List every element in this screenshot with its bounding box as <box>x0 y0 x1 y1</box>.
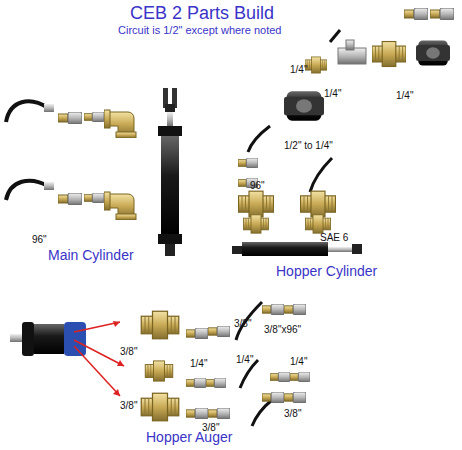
motor-end <box>64 322 86 356</box>
size-label: 3/8" <box>234 318 251 329</box>
quick-coupler <box>290 372 310 382</box>
size-label: 3/8" <box>120 346 137 357</box>
cylinder-pin <box>232 246 242 254</box>
section-label: Main Cylinder <box>48 248 134 263</box>
subtitle: Circuit is 1/2" except where noted <box>118 24 282 36</box>
nipple-fitting <box>145 361 173 381</box>
main-cylinder <box>158 88 182 256</box>
cylinder-barrel <box>242 242 328 256</box>
size-label: 1/4" <box>290 64 307 75</box>
elbow-fitting <box>104 110 136 138</box>
quick-coupler <box>206 378 226 388</box>
hydraulic-motor <box>10 322 86 356</box>
valve-stem <box>346 40 354 50</box>
quick-coupler <box>262 392 284 403</box>
nipple-fitting <box>239 191 274 217</box>
hose <box>330 30 340 42</box>
adapter-fitting <box>244 215 269 233</box>
size-label: 3/8" <box>120 400 137 411</box>
hose <box>310 158 332 192</box>
arrow-line <box>74 346 120 396</box>
hopper-cylinder-parts <box>232 8 454 256</box>
size-label: 1/4" <box>236 354 253 365</box>
nipple-fitting <box>141 311 179 339</box>
size-label: 3/8" <box>284 408 301 419</box>
reducer-coupling <box>284 91 324 120</box>
size-label: 1/2" to 1/4" <box>284 140 333 151</box>
quick-coupler <box>186 408 208 419</box>
quick-coupler <box>284 304 306 315</box>
motor-body <box>34 324 64 354</box>
clevis-base <box>165 104 175 112</box>
rod-eye <box>352 244 362 254</box>
quick-coupler <box>58 193 82 205</box>
quick-coupler <box>430 8 454 20</box>
arrow-head <box>113 321 120 327</box>
quick-coupler <box>58 112 82 124</box>
section-label: Hopper Cylinder <box>276 264 377 279</box>
size-label: 1/4" <box>396 90 413 101</box>
size-label: 1/4" <box>324 88 341 99</box>
quick-coupler <box>270 372 290 382</box>
nipple-fitting <box>141 393 179 421</box>
hose-length: 96" <box>250 180 265 191</box>
nipple-fitting <box>372 42 406 67</box>
cylinder-pin <box>165 244 175 256</box>
rod <box>328 247 354 252</box>
hose-end <box>44 182 54 190</box>
quick-coupler <box>404 8 428 20</box>
quick-coupler <box>262 304 284 315</box>
coupling <box>416 41 450 66</box>
quick-coupler <box>186 378 206 388</box>
size-label: 1/4" <box>190 358 207 369</box>
rod <box>167 112 173 126</box>
cylinder-barrel <box>161 136 179 234</box>
adapter-fitting <box>306 215 331 233</box>
nipple-fitting <box>305 57 327 73</box>
hose-length: 96" <box>32 234 47 245</box>
quick-coupler <box>84 193 104 203</box>
quick-coupler <box>284 392 306 403</box>
hose <box>6 181 48 200</box>
hose <box>248 126 270 152</box>
quick-coupler <box>208 408 230 419</box>
cylinder-head <box>158 126 182 136</box>
quick-coupler <box>84 112 104 122</box>
hopper-auger-parts <box>10 302 310 426</box>
arrow-line <box>74 340 124 366</box>
section-label: Hopper Auger <box>146 430 232 445</box>
diagram-title: CEB 2 Parts Build <box>130 4 274 24</box>
hose-end <box>44 104 54 112</box>
hose-length: 3/8"x96" <box>264 324 301 335</box>
nipple-fitting <box>301 191 336 217</box>
quick-coupler <box>238 158 258 168</box>
arrow-head <box>117 360 124 366</box>
quick-coupler <box>186 328 208 339</box>
cylinder-base <box>158 234 182 244</box>
hopper-cylinder <box>232 242 362 256</box>
size-label: 1/4" <box>290 356 307 367</box>
motor-flange <box>22 322 34 356</box>
arrow-line <box>74 322 120 332</box>
motor-shaft <box>10 334 24 342</box>
size-label: SAE 6 <box>320 232 348 243</box>
elbow-fitting <box>104 192 136 220</box>
main-cylinder-parts <box>6 88 182 256</box>
arrow-head <box>113 389 120 396</box>
hose <box>252 400 272 426</box>
hose <box>6 101 48 122</box>
quick-coupler <box>208 326 230 337</box>
